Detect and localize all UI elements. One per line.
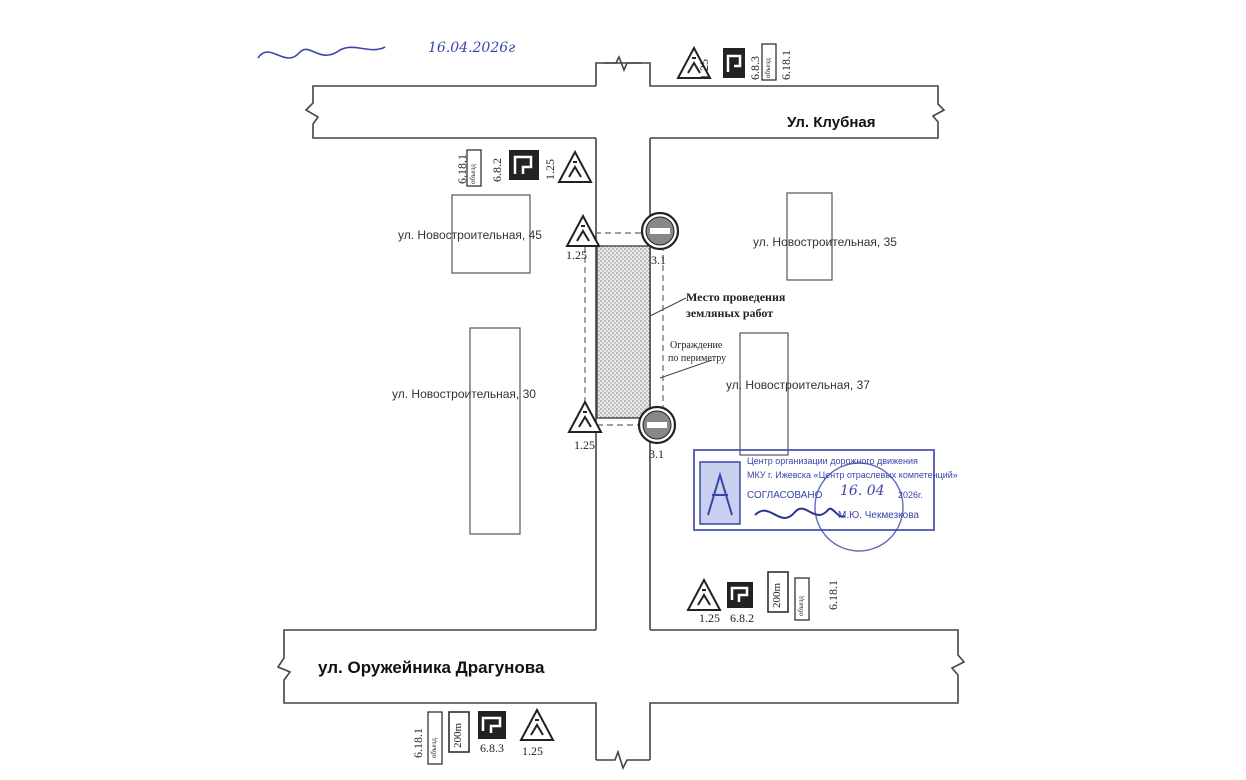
no-entry-sign-icon (637, 405, 677, 445)
sign-code-label: 1.25 (574, 438, 595, 452)
sign-code-label: 3.1 (651, 253, 666, 267)
building-label-35: ул. Новостроительная, 35 (753, 235, 897, 249)
roadworks-sign-icon (567, 399, 603, 433)
sign-code-label-vertical: 6.18.1 (455, 154, 469, 184)
detour-plate-text: объезд (764, 58, 772, 78)
approval-stamp-frame (693, 449, 935, 531)
leader-lines (649, 297, 713, 379)
sign-code-label: 1.25 (699, 611, 720, 625)
handwritten-signature (257, 46, 386, 59)
sign-code-label: 6.8.3 (480, 741, 504, 755)
stamp-line1: Центр организации дорожного движения (747, 456, 918, 466)
fence-label-line2: по периметру (668, 353, 727, 364)
building-label-45: ул. Новостроительная, 45 (398, 228, 542, 242)
signature-scribble (754, 507, 846, 519)
fence-label-line1: Ограждение (670, 340, 723, 351)
roadworks-sign-icon (676, 45, 712, 79)
street-label-draguniv: ул. Оружейника Драгунова (318, 658, 545, 677)
building-label-30: ул. Новостроительная, 30 (392, 387, 536, 401)
stamp-emblem (699, 461, 741, 525)
sign-code-label-vertical: 1.25 (543, 159, 557, 180)
round-seal (814, 462, 904, 552)
stamp-agreed: СОГЛАСОВАНО (747, 490, 823, 501)
detour-plate-text: объезд (469, 164, 477, 184)
stamp-year: 2026г. (898, 490, 923, 500)
no-entry-sign-icon (640, 211, 680, 251)
sign-code-label: 1.25 (522, 744, 543, 758)
detour-scheme-sign-icon (478, 711, 506, 739)
building-30 (469, 327, 521, 535)
stamp-name: М.Ю. Чекмезкова (838, 510, 919, 521)
building-35 (786, 192, 833, 281)
roadworks-sign-icon (557, 149, 593, 183)
roadworks-sign-icon (686, 577, 722, 611)
stamp-date: 16. 04 (840, 483, 885, 499)
detour-scheme-sign-icon (509, 150, 539, 180)
detour-arrow-plate (466, 149, 482, 187)
distance-plate-text: 200m (452, 722, 464, 748)
building-37 (739, 332, 789, 456)
detour-plate-text: объезд (430, 738, 438, 758)
sign-code-label-vertical: 6.18.1 (826, 580, 840, 610)
stamp-emblem-figure (707, 471, 733, 516)
roadworks-sign-icon (565, 213, 601, 247)
detour-arrow-plate (761, 43, 777, 81)
sign-code-label-vertical: 6.8.2 (490, 158, 504, 182)
building-label-37: ул. Новостроительная, 37 (726, 378, 870, 392)
sign-code-label-vertical: 6.8.3 (748, 56, 762, 80)
handwritten-date: 16.04.2026г (428, 40, 516, 56)
sign-code-label: 3.1 (649, 447, 664, 461)
detour-scheme-sign-icon (723, 48, 745, 78)
sign-code-label-vertical: 6.18.1 (779, 50, 793, 80)
work-area-title-line2: земляных работ (686, 306, 774, 320)
detour-scheme-sign-icon (727, 582, 753, 608)
distance-plate (448, 711, 470, 753)
detour-plate-text: объезд (797, 596, 805, 616)
street-label-klubnaya: Ул. Клубная (787, 114, 876, 131)
distance-plate-text: 200m (771, 582, 783, 608)
roadworks-sign-icon (519, 707, 555, 741)
work-area-title-line1: Место проведения (686, 290, 786, 304)
excavation-area (596, 245, 651, 419)
sign-code-label-vertical: 1.25 (697, 59, 711, 80)
building-outlines (451, 192, 833, 535)
sign-code-label: 6.8.2 (730, 611, 754, 625)
sign-code-label: 1.25 (566, 248, 587, 262)
stamp-line2: МКУ г. Ижевска «Центр отраслевых компете… (747, 470, 958, 480)
distance-plate (767, 571, 789, 613)
detour-arrow-plate (794, 577, 810, 621)
detour-arrow-plate (427, 711, 443, 765)
building-45 (451, 194, 531, 274)
fence-perimeter (584, 232, 664, 426)
sign-code-label-vertical: 6.18.1 (411, 728, 425, 758)
